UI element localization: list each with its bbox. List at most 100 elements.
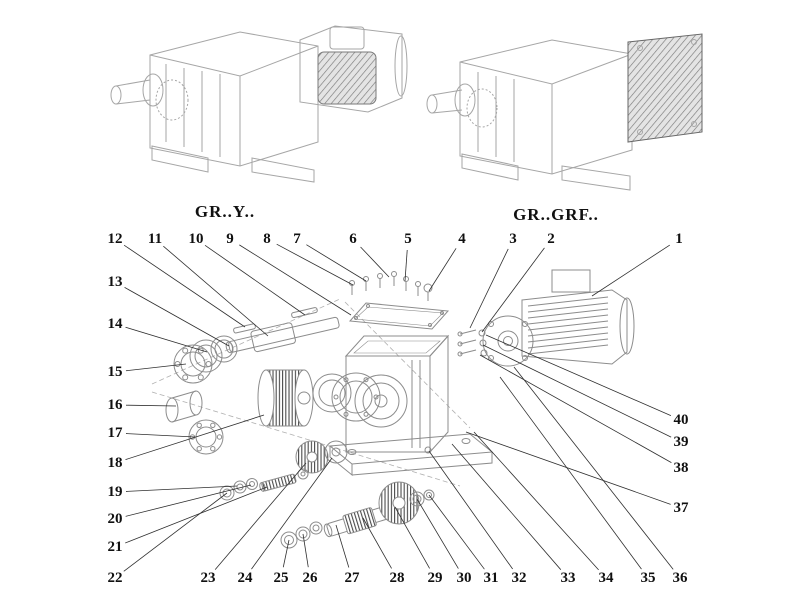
callout-number-21: 21: [108, 539, 123, 555]
leader-line-14: [125, 326, 208, 353]
leader-line-22: [123, 492, 228, 572]
motor-adapter-parts: [457, 329, 488, 357]
variant-label-gr-y: GR..Y..: [194, 202, 256, 221]
leader-line-24: [251, 457, 333, 570]
callout-number-15: 15: [108, 364, 123, 380]
leader-line-19: [125, 485, 238, 492]
leader-line-20: [125, 484, 252, 517]
housing-base: [328, 433, 494, 477]
leader-line-32: [428, 450, 513, 570]
leader-line-21: [125, 486, 268, 544]
leader-lines: [123, 243, 674, 572]
leader-line-30: [416, 498, 459, 569]
callout-number-2: 2: [547, 231, 555, 247]
callout-number-33: 33: [561, 570, 576, 586]
variant-label-gr-grf: GR..GRF..: [513, 205, 599, 224]
callout-number-38: 38: [674, 460, 689, 476]
callout-number-30: 30: [457, 570, 472, 586]
intermediate-gears: [295, 440, 348, 474]
mid-bearing-and-endcap: [312, 372, 381, 422]
callout-number-37: 37: [674, 500, 690, 516]
gearbox-housing: [344, 334, 450, 454]
leader-line-12: [123, 244, 246, 328]
callout-number-26: 26: [303, 570, 319, 586]
leader-line-38: [479, 354, 672, 463]
callout-number-12: 12: [108, 231, 123, 247]
shaft-key-right: [291, 307, 318, 319]
leader-line-31: [428, 494, 485, 570]
large-helical-gear: [257, 369, 314, 427]
leader-line-2: [481, 247, 545, 333]
callout-number-11: 11: [148, 231, 162, 247]
leader-line-4: [428, 248, 457, 292]
small-washers-and-pinion: [219, 468, 309, 501]
motor-terminal-box: [551, 269, 591, 293]
leader-line-15: [125, 363, 187, 372]
leader-line-9: [239, 244, 352, 316]
callout-number-7: 7: [293, 231, 301, 247]
leader-line-10: [204, 244, 306, 316]
leader-line-28: [362, 517, 392, 569]
eye-bolt: [423, 283, 433, 301]
assembled-view-gr-grf: [426, 33, 703, 191]
leader-line-35: [499, 376, 642, 570]
leader-line-17: [125, 433, 196, 438]
callout-number-14: 14: [108, 316, 124, 332]
leader-line-26: [302, 533, 309, 568]
callout-number-29: 29: [428, 570, 443, 586]
leader-line-1: [591, 244, 671, 297]
motor-flange: [482, 315, 534, 367]
callout-number-40: 40: [674, 412, 689, 428]
callout-number-8: 8: [263, 231, 271, 247]
input-shaft-assembly: [225, 307, 340, 354]
leader-line-18: [125, 414, 265, 461]
motor-fan-cowl: [619, 297, 635, 355]
callout-number-22: 22: [108, 570, 123, 586]
callout-number-6: 6: [349, 231, 357, 247]
leader-line-39: [482, 344, 672, 438]
callout-number-35: 35: [641, 570, 656, 586]
callout-number-13: 13: [108, 274, 123, 290]
leader-line-3: [469, 248, 509, 329]
leader-line-13: [124, 287, 230, 347]
callout-number-16: 16: [108, 397, 124, 413]
callout-number-34: 34: [599, 570, 615, 586]
leader-line-33: [451, 443, 562, 570]
callout-number-1: 1: [675, 231, 683, 247]
leader-line-25: [282, 539, 290, 568]
callout-number-19: 19: [108, 484, 123, 500]
callout-number-4: 4: [458, 231, 466, 247]
leader-line-11: [163, 245, 269, 337]
leader-line-34: [473, 431, 599, 571]
leader-line-8: [276, 243, 354, 286]
leader-line-40: [485, 334, 672, 416]
motor: [482, 269, 635, 367]
callout-number-10: 10: [189, 231, 204, 247]
callout-number-18: 18: [108, 455, 123, 471]
callout-number-24: 24: [238, 570, 254, 586]
callout-number-20: 20: [108, 511, 123, 527]
callout-number-23: 23: [201, 570, 216, 586]
leader-line-37: [465, 431, 671, 505]
callout-number-3: 3: [509, 231, 517, 247]
spacer-bushing: [165, 390, 203, 423]
leader-line-27: [335, 524, 350, 568]
callout-number-32: 32: [512, 570, 527, 586]
leader-line-16: [125, 404, 177, 407]
callout-number-27: 27: [345, 570, 361, 586]
leader-line-23: [214, 462, 307, 570]
leader-line-6: [360, 246, 390, 278]
callout-number-5: 5: [404, 231, 412, 247]
callout-number-17: 17: [108, 425, 124, 441]
callout-number-25: 25: [274, 570, 289, 586]
upper-bearing: [173, 344, 213, 384]
leader-line-5: [404, 249, 408, 282]
callout-number-31: 31: [484, 570, 499, 586]
cover-bolts: [349, 271, 421, 296]
leader-line-36: [513, 366, 674, 570]
leader-line-29: [394, 506, 430, 569]
callout-number-28: 28: [390, 570, 405, 586]
